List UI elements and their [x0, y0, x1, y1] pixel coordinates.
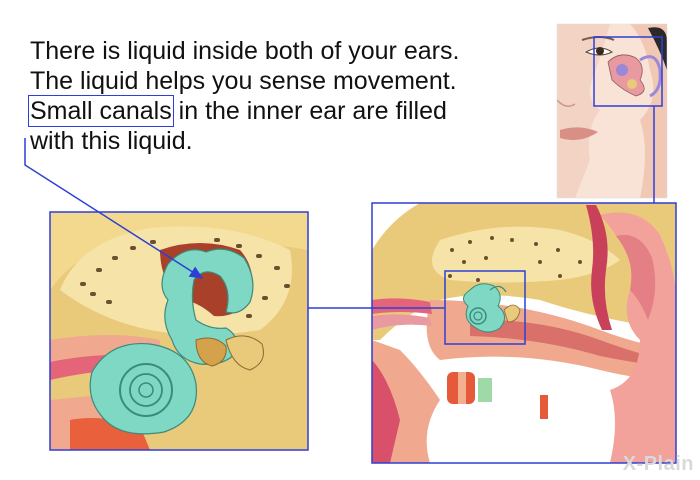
- small-canals-highlight: Small canals: [28, 95, 174, 127]
- caption-text: There is liquid inside both of your ears…: [28, 36, 530, 156]
- inner-ear-closeup: [50, 212, 308, 450]
- face-frame: [556, 23, 668, 199]
- face-callout-box: [593, 36, 663, 107]
- face-illustration: [557, 24, 667, 198]
- ear-frame: [371, 202, 677, 464]
- caption-line-1: There is liquid inside both of your ears…: [30, 37, 460, 65]
- caption-line-3: Small canals in the inner ear are filled: [28, 95, 530, 127]
- pointer-arrow: [24, 138, 204, 279]
- closeup-frame: [49, 211, 309, 451]
- watermark-logo: X-Plain: [622, 453, 694, 475]
- caption-line-4: with this liquid.: [30, 127, 193, 155]
- ear-cross-section: [372, 203, 676, 463]
- caption-line-3-rest: in the inner ear are filled: [171, 97, 447, 125]
- caption-line-2: The liquid helps you sense movement.: [30, 67, 457, 95]
